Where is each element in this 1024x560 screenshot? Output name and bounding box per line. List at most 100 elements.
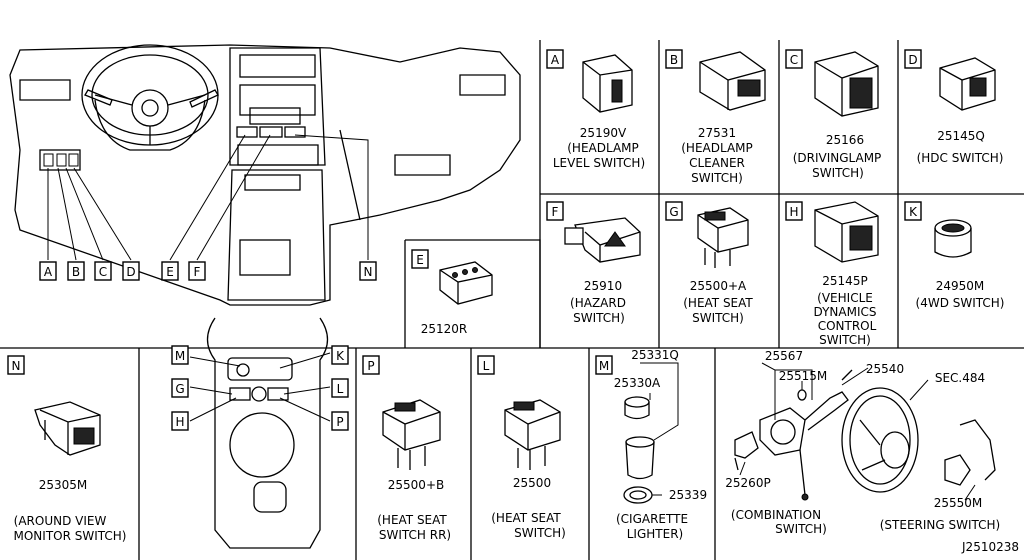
callout-D: D <box>122 261 140 281</box>
svg-text:K: K <box>909 205 918 219</box>
callout-K: K <box>331 345 349 365</box>
svg-text:SWITCH): SWITCH) <box>692 311 744 325</box>
svg-text:G: G <box>669 205 678 219</box>
callout-H: H <box>171 411 189 431</box>
part-27531-image <box>699 51 766 111</box>
callout-G: G <box>171 378 189 398</box>
panel-C: C 25166 (DRIVINGLAMP SWITCH) <box>785 49 882 180</box>
svg-text:F: F <box>194 265 201 279</box>
svg-text:25500+B: 25500+B <box>388 478 444 492</box>
svg-text:25330A: 25330A <box>614 376 661 390</box>
panel-combination-switch: 25567 25515M 25540 SEC.484 25260P 25550M… <box>725 349 1000 536</box>
svg-text:(DRIVINGLAMP: (DRIVINGLAMP <box>793 151 882 165</box>
svg-text:P: P <box>336 415 343 429</box>
svg-text:25500: 25500 <box>513 476 551 490</box>
svg-text:C: C <box>99 265 107 279</box>
reference-code: J2510238 <box>961 540 1019 554</box>
svg-text:LIGHTER): LIGHTER) <box>627 527 683 541</box>
svg-text:25145Q: 25145Q <box>937 129 985 143</box>
overview-callouts: A B C D E F N <box>39 261 377 281</box>
callout-F: F <box>188 261 206 281</box>
console-callouts: M G H K L P <box>171 345 349 431</box>
svg-text:DYNAMICS: DYNAMICS <box>814 305 877 319</box>
svg-text:M: M <box>599 359 609 373</box>
svg-text:B: B <box>670 53 678 67</box>
svg-text:25910: 25910 <box>584 279 622 293</box>
svg-text:E: E <box>416 253 424 267</box>
svg-text:25166: 25166 <box>826 133 864 147</box>
panel-D: D 25145Q (HDC SWITCH) <box>904 49 1003 165</box>
callout-N: N <box>359 261 377 281</box>
svg-text:SWITCH): SWITCH) <box>573 311 625 325</box>
panel-H: H 25145P (VEHICLE DYNAMICS CONTROL SWITC… <box>785 201 879 347</box>
part-25145p-image <box>814 201 879 263</box>
svg-text:25550M: 25550M <box>934 496 983 510</box>
svg-text:P: P <box>367 359 374 373</box>
callout-B: B <box>67 261 85 281</box>
svg-text:N: N <box>12 359 21 373</box>
svg-text:(HEAT SEAT: (HEAT SEAT <box>491 511 561 525</box>
svg-text:L: L <box>483 359 490 373</box>
svg-text:25567: 25567 <box>765 349 803 363</box>
part-25166-image <box>814 51 879 117</box>
part-25910-image <box>564 217 641 263</box>
svg-text:A: A <box>551 53 560 67</box>
callout-C: C <box>94 261 112 281</box>
svg-text:25331Q: 25331Q <box>631 348 679 362</box>
svg-text:SWITCH): SWITCH) <box>812 166 864 180</box>
svg-text:25515M: 25515M <box>779 369 828 383</box>
svg-text:H: H <box>175 415 184 429</box>
svg-text:(4WD SWITCH): (4WD SWITCH) <box>916 296 1005 310</box>
svg-text:(HEAT SEAT: (HEAT SEAT <box>683 296 753 310</box>
panel-K: K 24950M (4WD SWITCH) <box>904 201 1005 310</box>
svg-text:B: B <box>72 265 80 279</box>
svg-text:SWITCH RR): SWITCH RR) <box>379 528 451 542</box>
panel-F: F 25910 (HAZARD SWITCH) <box>546 201 641 325</box>
svg-text:SWITCH): SWITCH) <box>514 526 566 540</box>
svg-text:SWITCH): SWITCH) <box>775 522 827 536</box>
panel-A: A 25190V (HEADLAMP LEVEL SWITCH) <box>546 49 645 170</box>
callout-M: M <box>171 345 189 365</box>
svg-text:(HEADLAMP: (HEADLAMP <box>681 141 753 155</box>
part-cigarette-lighter-image <box>623 362 679 504</box>
callout-L: L <box>331 378 349 398</box>
panel-L: L 25500 (HEAT SEAT SWITCH) <box>477 355 566 540</box>
svg-text:CLEANER: CLEANER <box>689 156 745 170</box>
svg-text:E: E <box>166 265 174 279</box>
combination-switch-image <box>734 362 996 501</box>
svg-text:(HAZARD: (HAZARD <box>570 296 626 310</box>
svg-text:(HEAT SEAT: (HEAT SEAT <box>377 513 447 527</box>
svg-text:SWITCH): SWITCH) <box>819 333 871 347</box>
svg-text:(CIGARETTE: (CIGARETTE <box>616 512 688 526</box>
svg-text:N: N <box>364 265 373 279</box>
svg-text:D: D <box>126 265 135 279</box>
svg-text:L: L <box>337 382 344 396</box>
callout-P: P <box>331 411 349 431</box>
svg-text:(STEERING SWITCH): (STEERING SWITCH) <box>880 518 1001 532</box>
svg-text:(VEHICLE: (VEHICLE <box>817 291 873 305</box>
part-25305m-image <box>34 401 101 456</box>
part-25145q-image <box>939 57 996 111</box>
svg-text:SWITCH): SWITCH) <box>691 171 743 185</box>
panel-M: M 25331Q 25330A 25339 (CIGARETTE LIGHTER… <box>595 348 707 541</box>
svg-text:25260P: 25260P <box>725 476 770 490</box>
svg-text:H: H <box>789 205 798 219</box>
panel-B: B 27531 (HEADLAMP CLEANER SWITCH) <box>665 49 766 185</box>
svg-text:F: F <box>552 205 559 219</box>
panel-P: P 25500+B (HEAT SEAT SWITCH RR) <box>362 355 451 542</box>
part-25500a-image <box>697 207 749 268</box>
svg-text:(COMBINATION: (COMBINATION <box>731 508 821 522</box>
svg-text:25339: 25339 <box>669 488 707 502</box>
panel-E: E 25120R <box>411 249 493 336</box>
svg-text:G: G <box>175 382 184 396</box>
svg-text:M: M <box>175 349 185 363</box>
svg-text:D: D <box>908 53 917 67</box>
part-25500b-image <box>382 399 441 470</box>
svg-text:(AROUND VIEW: (AROUND VIEW <box>14 514 107 528</box>
svg-text:K: K <box>336 349 345 363</box>
callout-A: A <box>39 261 57 281</box>
svg-text:25120R: 25120R <box>421 322 468 336</box>
part-25120r-image <box>439 261 493 305</box>
svg-text:MONITOR SWITCH): MONITOR SWITCH) <box>14 529 127 543</box>
